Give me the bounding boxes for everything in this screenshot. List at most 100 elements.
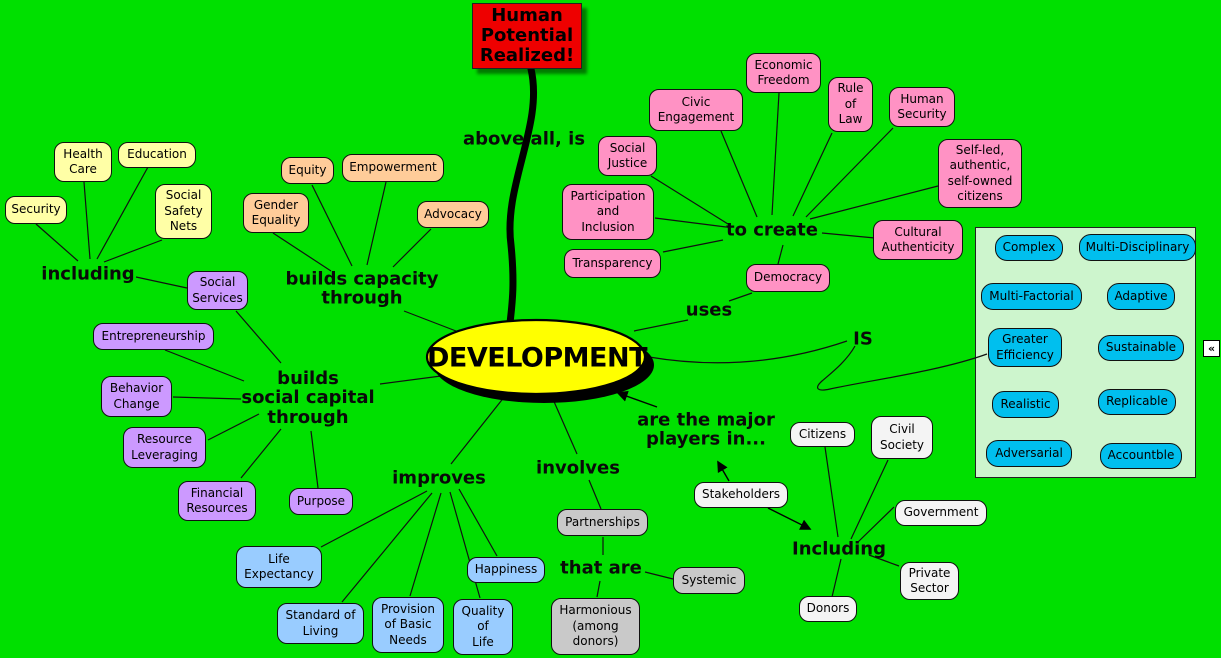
- edge-equity-capacity: [311, 184, 353, 267]
- edge-financialresources-socialcapital: [240, 428, 282, 479]
- node-multi-disciplinary[interactable]: Multi-Disciplinary: [1079, 234, 1196, 261]
- edge-resourceleveraging-socialcapital: [207, 413, 260, 441]
- node-complex[interactable]: Complex: [995, 235, 1063, 261]
- edge-privatesector-including: [868, 554, 900, 567]
- node-gender-equality[interactable]: Gender Equality: [243, 193, 309, 233]
- link-improves[interactable]: improves: [392, 467, 486, 489]
- link-involves[interactable]: involves: [536, 457, 620, 479]
- edge-entrepreneurship-socialcapital: [164, 349, 245, 382]
- node-stakeholders[interactable]: Stakeholders: [694, 482, 788, 508]
- node-life-expectancy[interactable]: Life Expectancy: [236, 546, 322, 588]
- human-potential-node[interactable]: Human Potential Realized!: [472, 3, 582, 69]
- edge-empowerment-capacity: [366, 181, 387, 266]
- node-social-services[interactable]: Social Services: [187, 271, 248, 310]
- node-financial-resources[interactable]: Financial Resources: [178, 481, 256, 521]
- node-advocacy[interactable]: Advocacy: [417, 201, 489, 228]
- link-builds-capacity-through[interactable]: builds capacity through: [285, 268, 439, 309]
- node-multi-factorial[interactable]: Multi-Factorial: [981, 283, 1082, 310]
- node-cultural-authenticity[interactable]: Cultural Authenticity: [873, 220, 963, 260]
- edge-ruleoflaw-tocreate: [792, 132, 833, 217]
- node-transparency[interactable]: Transparency: [564, 249, 661, 278]
- node-human-security[interactable]: Human Security: [889, 87, 955, 127]
- edge-transparency-tocreate: [662, 239, 724, 253]
- node-resource-leveraging[interactable]: Resource Leveraging: [123, 427, 206, 468]
- node-greater-efficiency[interactable]: Greater Efficiency: [988, 328, 1062, 367]
- edge-democracy-uses: [728, 292, 753, 302]
- node-social-safety-nets[interactable]: Social Safety Nets: [155, 184, 212, 239]
- node-systemic[interactable]: Systemic: [673, 567, 745, 594]
- edge-genderequality-capacity: [272, 232, 332, 272]
- node-security[interactable]: Security: [5, 196, 67, 224]
- edge-advocacy-capacity: [392, 228, 432, 268]
- edge-civilsociety-including: [850, 459, 889, 540]
- node-standard-of-living[interactable]: Standard of Living: [277, 603, 364, 644]
- edge-government-including: [857, 506, 895, 543]
- node-sustainable[interactable]: Sustainable: [1098, 335, 1184, 361]
- edge-including-socialservices: [135, 276, 188, 289]
- node-harmonious-donors[interactable]: Harmonious (among donors): [551, 598, 640, 655]
- edge-capacity-development: [403, 310, 457, 332]
- node-quality-of-life[interactable]: Quality of Life: [453, 599, 513, 655]
- edge-humansecurity-tocreate: [805, 127, 894, 218]
- node-civic-engagement[interactable]: Civic Engagement: [649, 89, 743, 131]
- edge-purpose-socialcapital: [310, 430, 319, 489]
- link-builds-social-capital-through[interactable]: builds social capital through: [241, 367, 375, 428]
- node-civil-society[interactable]: Civil Society: [871, 416, 933, 459]
- link-uses[interactable]: uses: [685, 299, 733, 321]
- node-replicable[interactable]: Replicable: [1098, 389, 1176, 415]
- edge-civicengagement-tocreate: [720, 130, 758, 218]
- node-equity[interactable]: Equity: [281, 157, 334, 184]
- node-participation-inclusion[interactable]: Participation and Inclusion: [562, 184, 654, 240]
- edge-thatare-harmonious: [596, 580, 601, 598]
- node-partnerships[interactable]: Partnerships: [557, 509, 648, 536]
- node-self-led-citizens[interactable]: Self-led, authentic, self-owned citizens: [938, 139, 1022, 208]
- panel-collapse-button[interactable]: «: [1203, 340, 1220, 357]
- node-provision-basic-needs[interactable]: Provision of Basic Needs: [372, 597, 444, 653]
- node-empowerment[interactable]: Empowerment: [342, 154, 444, 182]
- node-entrepreneurship[interactable]: Entrepreneurship: [93, 323, 214, 350]
- node-citizens[interactable]: Citizens: [790, 422, 855, 447]
- link-major-players[interactable]: are the major players in...: [637, 409, 775, 450]
- node-donors[interactable]: Donors: [799, 596, 857, 622]
- link-above-all-is[interactable]: above all, is: [462, 128, 586, 150]
- development-node[interactable]: DEVELOPMENT: [426, 342, 648, 374]
- node-democracy[interactable]: Democracy: [746, 264, 830, 292]
- node-purpose[interactable]: Purpose: [289, 488, 353, 515]
- edge-safetynets-including: [103, 239, 163, 263]
- edge-healthcare-including: [83, 181, 91, 260]
- node-health-care[interactable]: Health Care: [54, 142, 112, 182]
- link-to-create[interactable]: to create: [726, 219, 818, 241]
- node-government[interactable]: Government: [895, 500, 987, 526]
- development-ellipse[interactable]: [425, 318, 647, 396]
- link-including-stakeholders[interactable]: Including: [792, 538, 886, 560]
- edge-cultural-tocreate: [821, 232, 876, 239]
- node-social-justice[interactable]: Social Justice: [598, 136, 657, 176]
- edge-improves-lifeexpectancy: [320, 490, 428, 548]
- node-accountble[interactable]: Accountble: [1100, 443, 1182, 469]
- edge-socialcapital-development: [379, 375, 442, 385]
- edge-involves-partnerships: [588, 479, 602, 510]
- edge-stakeholders-majorplayers-arrow: [717, 460, 730, 482]
- node-education[interactable]: Education: [118, 142, 196, 168]
- node-behavior-change[interactable]: Behavior Change: [101, 376, 172, 417]
- node-rule-of-law[interactable]: Rule of Law: [828, 77, 873, 132]
- edge-tocreate-democracy: [777, 244, 784, 265]
- edge-development-involves: [551, 396, 578, 455]
- edge-is-panel: [817, 345, 988, 391]
- node-adversarial[interactable]: Adversarial: [986, 440, 1072, 467]
- edge-donors-including: [831, 558, 842, 598]
- link-including-services[interactable]: including: [41, 263, 135, 285]
- node-realistic[interactable]: Realistic: [992, 391, 1059, 418]
- edge-thatare-systemic: [644, 571, 674, 580]
- edge-development-is: [648, 340, 848, 364]
- node-private-sector[interactable]: Private Sector: [900, 562, 959, 600]
- link-that-are[interactable]: that are: [560, 557, 642, 579]
- node-adaptive[interactable]: Adaptive: [1107, 283, 1175, 310]
- node-economic-freedom[interactable]: Economic Freedom: [746, 53, 821, 93]
- link-is[interactable]: IS: [853, 328, 873, 350]
- edge-stakeholders-including-arrow: [767, 507, 812, 530]
- node-happiness[interactable]: Happiness: [467, 557, 545, 583]
- edge-security-including: [35, 223, 79, 262]
- edge-uses-development: [633, 319, 689, 332]
